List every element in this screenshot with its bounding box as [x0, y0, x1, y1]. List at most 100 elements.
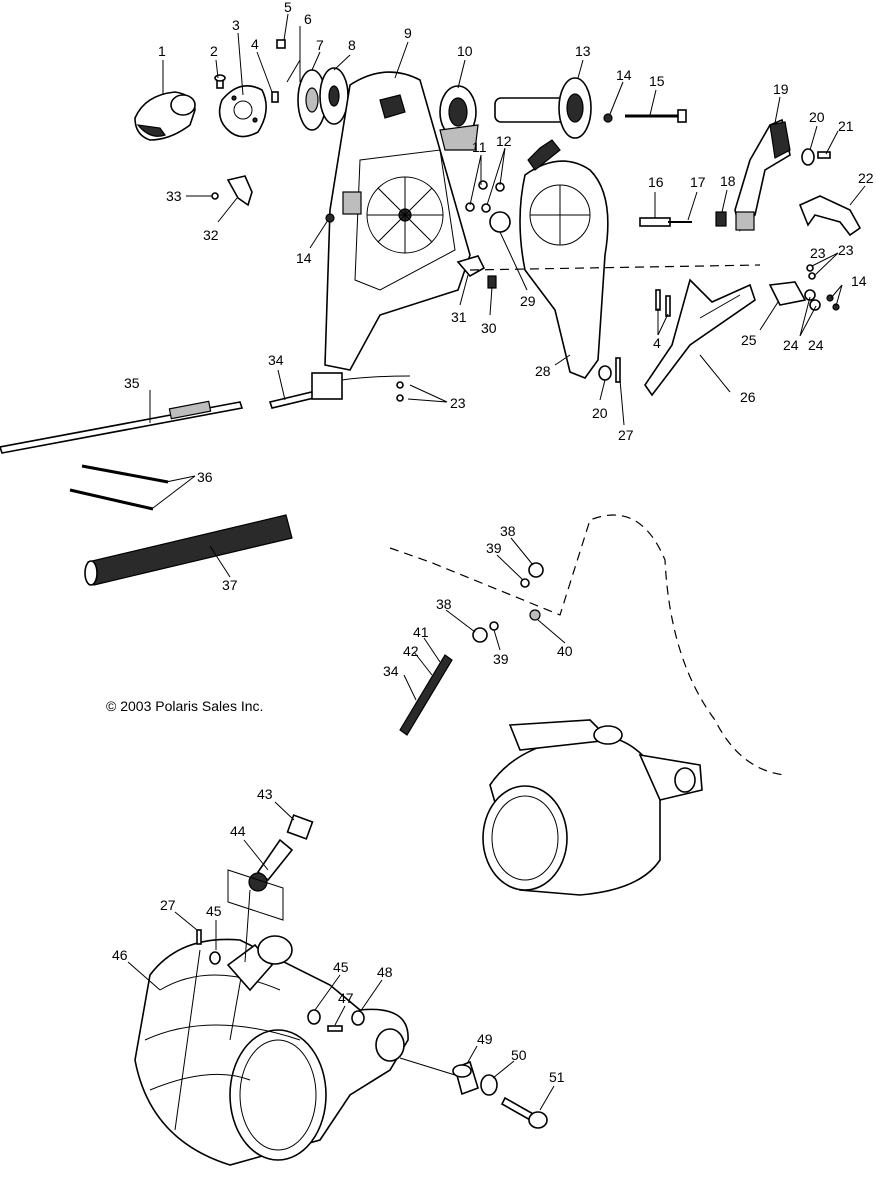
part-23-fasteners: [396, 264, 816, 402]
callout-8: 8: [348, 37, 356, 53]
callout-18: 18: [720, 173, 736, 189]
part-30-spring: [487, 275, 497, 289]
callout-46: 46: [112, 947, 128, 963]
callout-35: 35: [124, 375, 140, 391]
callout-38-lower: 38: [436, 596, 452, 612]
callout-4: 4: [251, 36, 259, 52]
part-2-screw: [214, 74, 226, 89]
copyright-notice: © 2003 Polaris Sales Inc.: [106, 698, 263, 714]
callout-47: 47: [338, 990, 354, 1006]
part-18-spring: [715, 211, 727, 227]
callout-43: 43: [257, 786, 273, 802]
part-13-gear-shaft: [494, 77, 592, 139]
callout-11: 11: [472, 139, 487, 155]
rod-line-dashed: [469, 264, 761, 271]
callout-34-upper: 34: [268, 352, 284, 368]
part-31-pivot: [456, 255, 486, 278]
callout-1: 1: [158, 43, 166, 59]
callout-36: 36: [197, 469, 213, 485]
callout-10: 10: [457, 43, 473, 59]
part-21-screw: [817, 151, 831, 159]
callout-labels: 1 2 3 4 5 6 7 8 9 10 11 12 13 14 15 16 1…: [112, 0, 874, 1085]
part-3-plate: [218, 84, 267, 138]
callout-39-lower: 39: [493, 651, 509, 667]
callout-33: 33: [166, 188, 182, 204]
part-22-bracket: [798, 195, 862, 237]
part-24-washers: [804, 289, 821, 311]
part-33-screw: [211, 192, 219, 200]
part-1-cap: [134, 91, 196, 141]
callout-2: 2: [210, 43, 218, 59]
part-20-washer: [801, 148, 815, 166]
callout-32: 32: [203, 227, 219, 243]
part-8-flange: [319, 67, 349, 125]
callout-24: 24: [783, 337, 799, 353]
callout-34-lower: 34: [383, 663, 399, 679]
callout-44: 44: [230, 823, 246, 839]
callout-38-upper: 38: [500, 523, 516, 539]
callout-37: 37: [222, 577, 238, 593]
callout-40: 40: [557, 643, 573, 659]
part-40-washer: [529, 609, 541, 621]
callout-14-left: 14: [296, 250, 312, 266]
callout-26: 26: [740, 389, 756, 405]
part-29-bushing: [489, 211, 511, 233]
callout-20-lower: 20: [592, 405, 608, 421]
callout-21: 21: [838, 118, 854, 134]
part-35-cable: [0, 400, 244, 454]
callout-4-lower: 4: [653, 335, 661, 351]
callout-7: 7: [316, 37, 324, 53]
part-34-cable-end: [268, 372, 411, 409]
callout-15: 15: [649, 73, 665, 89]
part-12-washers: [481, 182, 505, 213]
cable-route-dashed: [389, 514, 786, 776]
part-39-washer: [489, 578, 530, 631]
part-50-washer: [480, 1074, 498, 1096]
callout-25: 25: [741, 332, 757, 348]
callout-39-upper: 39: [486, 540, 502, 556]
callout-48: 48: [377, 964, 393, 980]
callout-9: 9: [404, 25, 412, 41]
part-45-washers: [209, 951, 321, 1025]
part-47-screw: [327, 1025, 343, 1032]
part-26-rod-bracket: [644, 278, 756, 397]
part-51-bolt: [500, 1096, 548, 1129]
callout-41: 41: [413, 624, 429, 640]
callout-42: 42: [403, 643, 419, 659]
part-43-cap: [286, 814, 314, 840]
part-44-ball-joint: [227, 838, 294, 921]
callout-13: 13: [575, 43, 591, 59]
callout-17: 17: [690, 174, 706, 190]
callout-45-left: 45: [206, 903, 222, 919]
callout-22: 22: [858, 170, 874, 186]
part-37-sleeve: [84, 514, 293, 586]
part-46-steering-nozzle: [134, 935, 409, 1166]
part-15-bolt: [625, 109, 687, 123]
callout-51: 51: [549, 1069, 565, 1085]
callout-50: 50: [511, 1047, 527, 1063]
callout-31: 31: [451, 309, 467, 325]
part-48-washer: [351, 1010, 365, 1026]
part-49-bushing: [452, 1060, 479, 1096]
part-14-nuts: [325, 113, 840, 311]
callout-20: 20: [809, 109, 825, 125]
part-4-screw: [271, 91, 279, 103]
callout-23: 23: [838, 242, 854, 258]
callout-28: 28: [535, 363, 551, 379]
part-20-washer-lower: [598, 365, 612, 381]
part-32-bracket: [226, 175, 253, 207]
callout-30: 30: [481, 320, 497, 336]
part-38-nut: [472, 562, 544, 643]
callout-3: 3: [232, 17, 240, 33]
part-27-pins: [196, 357, 621, 945]
part-5-screw: [276, 39, 286, 49]
callout-14: 14: [616, 67, 632, 83]
callout-27-lower: 27: [160, 897, 176, 913]
callout-5: 5: [284, 0, 292, 15]
callout-23-lower: 23: [450, 395, 466, 411]
callout-49: 49: [477, 1031, 493, 1047]
part-28-gear-sector: [519, 139, 609, 379]
callout-24-right: 24: [808, 337, 824, 353]
callout-16: 16: [648, 174, 664, 190]
